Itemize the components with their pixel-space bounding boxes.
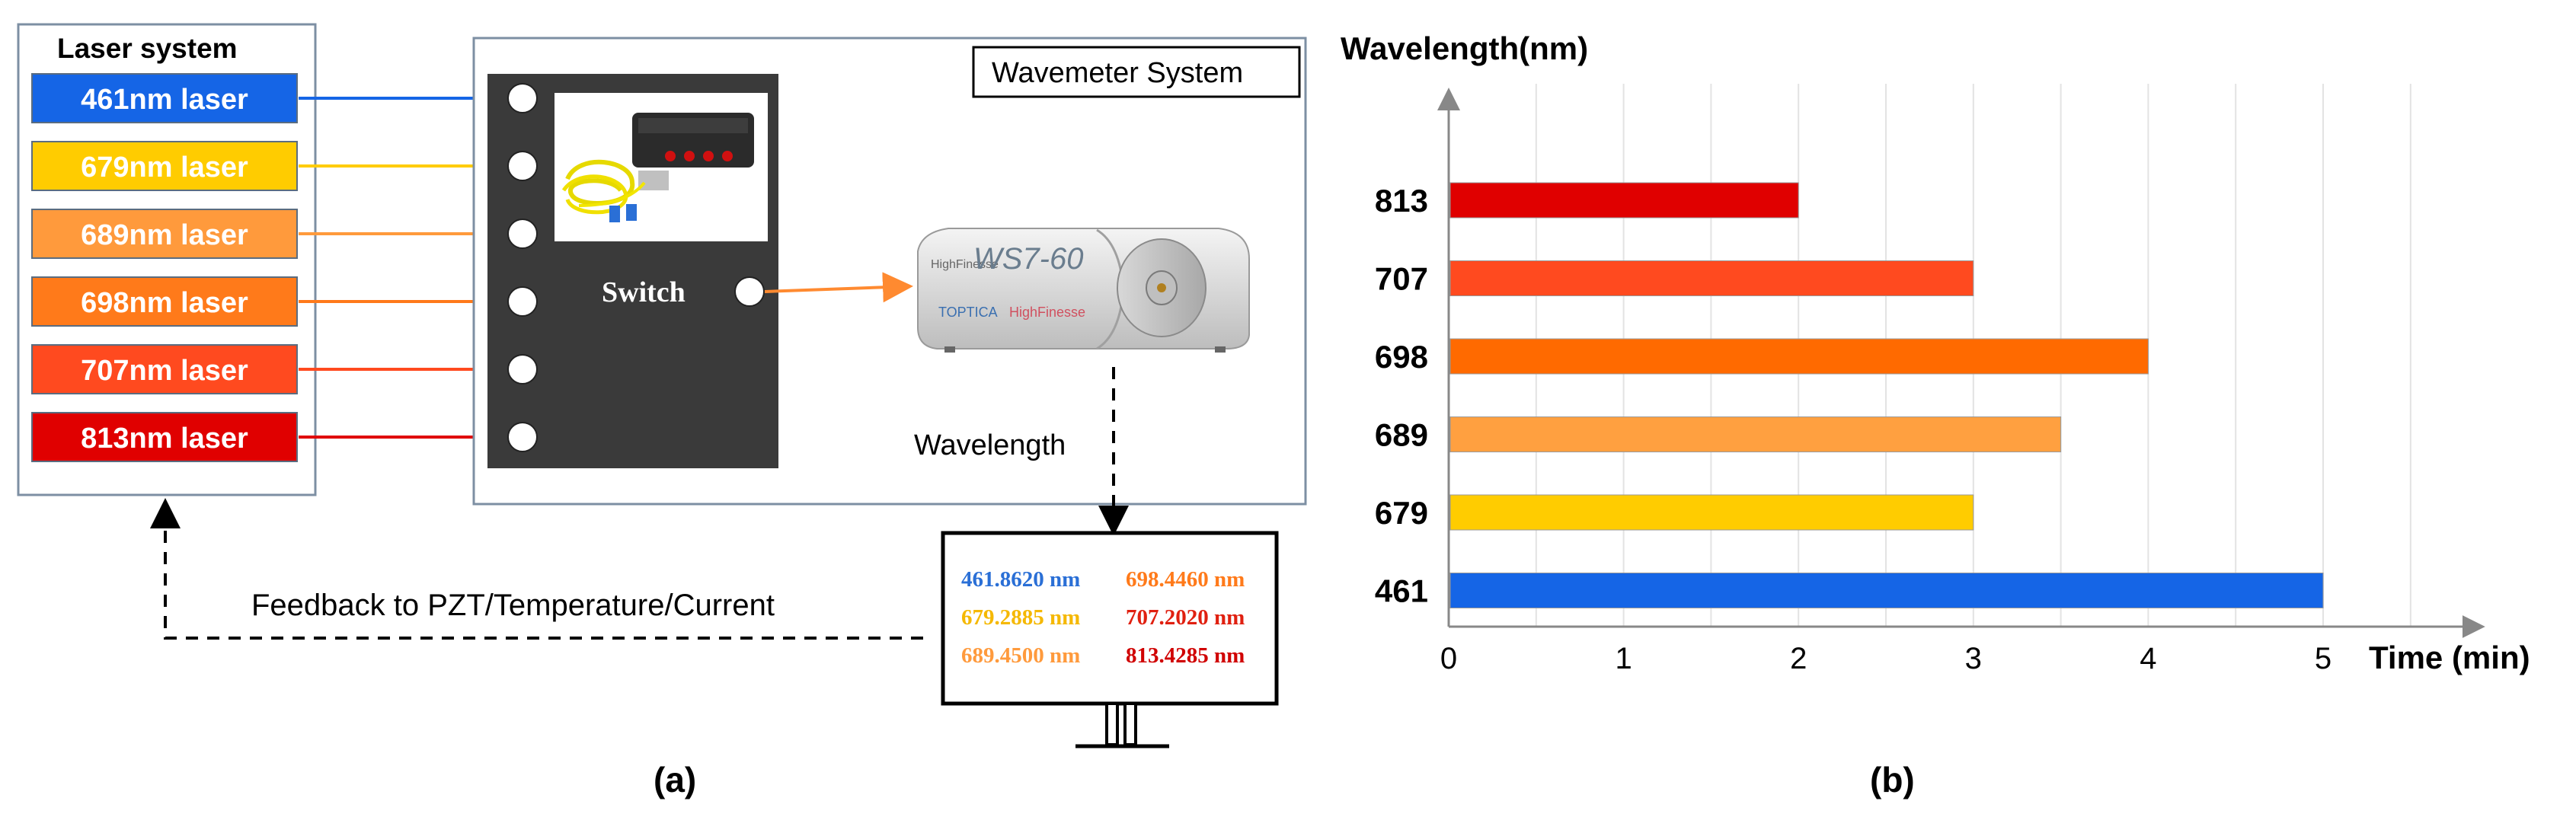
x-tick-label: 5: [2315, 642, 2332, 675]
switch-input-port: [507, 83, 538, 113]
switch-input-port: [507, 151, 538, 181]
panel-a: Laser system 461nm laser 679nm laser 689nm…: [17, 23, 1307, 799]
switch-input-port: [507, 354, 538, 385]
panel-a-label: (a): [654, 760, 696, 799]
y-axis-title: Wavelength(nm): [1341, 30, 1588, 66]
y-tick-label: 689: [1375, 417, 1428, 453]
laser-label: 698nm laser: [81, 287, 248, 319]
y-tick-label: 698: [1375, 339, 1428, 375]
switch-to-wavemeter-arrow: [764, 272, 913, 303]
switch-input-ports: [507, 83, 538, 452]
switch-output-port: [734, 276, 765, 307]
x-tick-label: 4: [2140, 642, 2156, 675]
bar-461: [1449, 573, 2324, 608]
switch-input-port: [507, 286, 538, 317]
bar-689: [1449, 416, 2062, 452]
wavelength-reading: 698.4460 nm: [1126, 567, 1245, 592]
wavelength-reading: 689.4500 nm: [961, 643, 1080, 668]
laser-label: 461nm laser: [81, 84, 248, 116]
laser-button-5: [31, 412, 298, 462]
monitor-readings: 461.8620 nm 698.4460 nm 679.2885 nm 707.202…: [961, 567, 1245, 668]
laser-list: 461nm laser 679nm laser 689nm laser 698nm l…: [31, 73, 510, 462]
svg-text:WS7-60: WS7-60: [973, 242, 1084, 276]
laser-label: 689nm laser: [81, 219, 248, 251]
wavemeter-device: HighFinesse WS7-60 HighFinesse TOPTICA: [917, 228, 1250, 353]
wavemeter-title-box: [972, 46, 1301, 98]
laser-label: 707nm laser: [81, 355, 248, 387]
bar-679: [1449, 494, 1974, 531]
svg-text:HighFinesse: HighFinesse: [931, 258, 999, 271]
x-tick-label: 3: [1965, 642, 1982, 675]
y-tick-label: 679: [1375, 495, 1428, 531]
wavelength-reading: 813.4285 nm: [1126, 643, 1245, 668]
y-tick-label: 461: [1375, 573, 1428, 609]
wavelength-reading: 707.2020 nm: [1126, 605, 1245, 630]
y-tick-label: 813: [1375, 183, 1428, 219]
switch-photo: [555, 93, 768, 241]
switch-input-port: [507, 422, 538, 452]
laser-button-3: [31, 276, 298, 327]
y-tick-label: 707: [1375, 261, 1428, 297]
laser-system-title: Laser system: [57, 33, 238, 64]
panel-b-label: (b): [1870, 760, 1915, 799]
wavemeter-system-title: Wavemeter System: [992, 57, 1243, 89]
bar-813: [1449, 182, 1799, 219]
laser-label: 679nm laser: [81, 152, 248, 184]
wavelength-reading: 461.8620 nm: [961, 567, 1080, 592]
x-tick-label: 0: [1440, 642, 1457, 675]
laser-button-0: [31, 73, 298, 123]
wavelength-reading: 679.2885 nm: [961, 605, 1080, 630]
laser-button-4: [31, 344, 298, 394]
device-brand: HighFinesse: [1009, 305, 1085, 320]
x-tick-label: 2: [1790, 642, 1807, 675]
monitor: 461.8620 nm 698.4460 nm 679.2885 nm 707.202…: [941, 531, 1279, 748]
x-axis-title: Time (min): [2369, 640, 2530, 675]
feedback-label: Feedback to PZT/Temperature/Current: [251, 589, 775, 622]
feedback-arrow: [150, 498, 923, 640]
bar-chart: 813 707 698 689 679 461 0 1 2 3 4 5 Wavelength(nm) Ti…: [1341, 30, 2530, 675]
svg-text:TOPTICA: TOPTICA: [938, 305, 998, 320]
bar-707: [1449, 260, 1974, 296]
bar-698: [1449, 338, 2149, 375]
laser-button-2: [31, 209, 298, 259]
laser-button-1: [31, 141, 298, 191]
switch-label: Switch: [602, 276, 686, 308]
x-tick-label: 1: [1615, 642, 1632, 675]
switch-input-port: [507, 219, 538, 249]
laser-label: 813nm laser: [81, 423, 248, 455]
panel-b: 813 707 698 689 679 461 0 1 2 3 4 5 Wavelength(nm) Ti…: [1341, 30, 2530, 799]
wavelength-label: Wavelength: [914, 429, 1066, 461]
